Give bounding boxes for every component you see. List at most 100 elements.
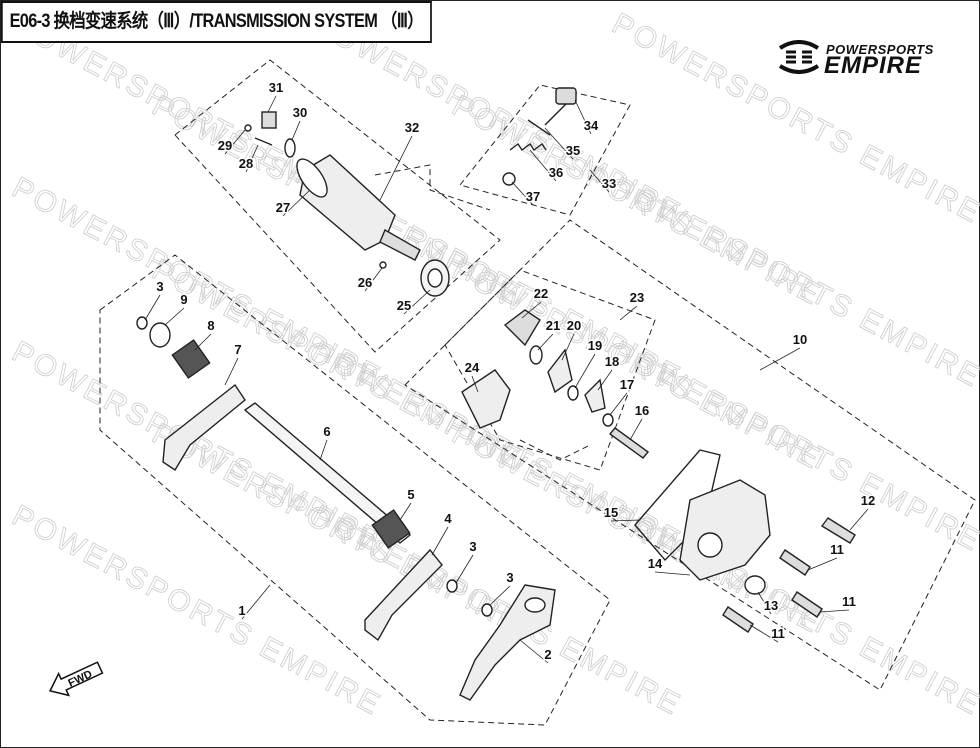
callout-2: 2: [544, 647, 551, 662]
page-title: E06-3 换档变速系统（Ⅲ）/TRANSMISSION SYSTEM （Ⅲ）: [1, 1, 432, 43]
callout-11: 11: [842, 594, 856, 609]
leader-line: [455, 554, 474, 584]
leader-line: [757, 591, 772, 615]
leader-line: [819, 609, 850, 613]
leader-line: [749, 624, 779, 643]
leader-line: [544, 127, 574, 160]
leader-line: [194, 333, 212, 351]
leader-line: [619, 305, 638, 321]
leader-line: [519, 639, 549, 664]
leader-line: [399, 502, 412, 521]
logo-line1: POWERSPORTS: [826, 42, 934, 57]
callout-21: 21: [546, 318, 560, 333]
leader-line: [431, 526, 449, 556]
leader-line: [574, 99, 592, 135]
callout-25: 25: [397, 298, 411, 313]
fwd-arrow-icon: [48, 661, 104, 697]
part-spring-36: [509, 142, 547, 152]
leader-line: [267, 95, 277, 113]
leader-line: [759, 347, 801, 371]
leader-line: [245, 144, 259, 173]
leader-line: [164, 307, 185, 326]
callout-13: 13: [764, 598, 778, 613]
part-pin-26: [379, 261, 387, 269]
leader-line: [471, 375, 479, 393]
callout-35: 35: [566, 143, 580, 158]
group-outline-10: [404, 219, 976, 691]
part-spring-28: [254, 137, 273, 146]
logo-line2: EMPIRE: [824, 52, 923, 79]
callout-16: 16: [635, 403, 649, 418]
fwd-arrow: FWD: [48, 661, 104, 697]
callout-28: 28: [239, 156, 253, 171]
part-drum-end: [296, 158, 328, 198]
leader-line: [144, 294, 161, 321]
leader-line: [629, 418, 643, 441]
part-gear-20: [547, 348, 573, 394]
callout-6: 6: [323, 424, 330, 439]
callout-15: 15: [604, 505, 618, 520]
part-screw-31: [261, 111, 277, 129]
wing-e-logo-icon: [778, 40, 820, 74]
part-clip-3b: [446, 579, 458, 593]
group-link: [374, 164, 491, 211]
callout-7: 7: [234, 342, 241, 357]
leader-line: [609, 392, 628, 416]
leader-line: [561, 333, 575, 361]
part-spring-18: [584, 378, 606, 413]
leader-line: [489, 585, 511, 606]
leader-line: [574, 353, 596, 389]
leader-line: [610, 519, 641, 522]
part-bolt-34-shaft: [544, 103, 567, 126]
part-plate-22: [503, 309, 541, 347]
part-drum-shaft: [379, 228, 421, 261]
callout-24: 24: [465, 360, 480, 375]
callout-11: 11: [771, 626, 785, 641]
callout-22: 22: [534, 286, 548, 301]
callout-17: 17: [620, 377, 634, 392]
callout-33: 33: [602, 176, 616, 191]
callout-12: 12: [861, 493, 875, 508]
part-washer-19: [567, 385, 579, 401]
part-ball-37: [502, 172, 516, 186]
group-outline-33: [459, 84, 631, 216]
part-shift-lever-2: [459, 584, 556, 701]
leader-line: [807, 557, 838, 571]
part-pin-29: [244, 124, 252, 132]
leader-line: [364, 267, 383, 292]
part-collar-9: [149, 322, 171, 348]
group-outline-1: [99, 254, 611, 726]
callout-32: 32: [405, 120, 419, 135]
leader-line: [224, 357, 239, 386]
callout-34: 34: [584, 118, 599, 133]
part-shift-arm-24: [461, 369, 511, 429]
callout-23: 23: [630, 290, 644, 305]
group-outline-32: [174, 59, 501, 353]
part-seal-14: [697, 532, 723, 558]
leader-line: [511, 181, 534, 206]
part-gasket-15: [634, 449, 721, 562]
part-spring-5: [371, 509, 411, 549]
part-ring-35: [527, 119, 551, 136]
callout-10: 10: [793, 332, 807, 347]
part-roller-21: [529, 345, 543, 365]
leader-line: [319, 439, 328, 461]
part-washer-30: [284, 138, 296, 158]
leader-line: [654, 571, 691, 576]
callout-36: 36: [549, 165, 563, 180]
leader-line: [241, 584, 271, 620]
callout-19: 19: [588, 338, 602, 353]
callout-20: 20: [567, 318, 581, 333]
part-lever-hole: [524, 597, 546, 613]
brand-logo: POWERSPORTS EMPIRE: [776, 40, 946, 80]
leader-line: [521, 301, 542, 319]
callout-37: 37: [526, 189, 540, 204]
part-bolt-16: [608, 427, 650, 459]
callout-3: 3: [156, 279, 163, 294]
callout-14: 14: [648, 556, 663, 571]
part-bolt-11a: [779, 549, 811, 576]
leader-line: [529, 149, 557, 182]
